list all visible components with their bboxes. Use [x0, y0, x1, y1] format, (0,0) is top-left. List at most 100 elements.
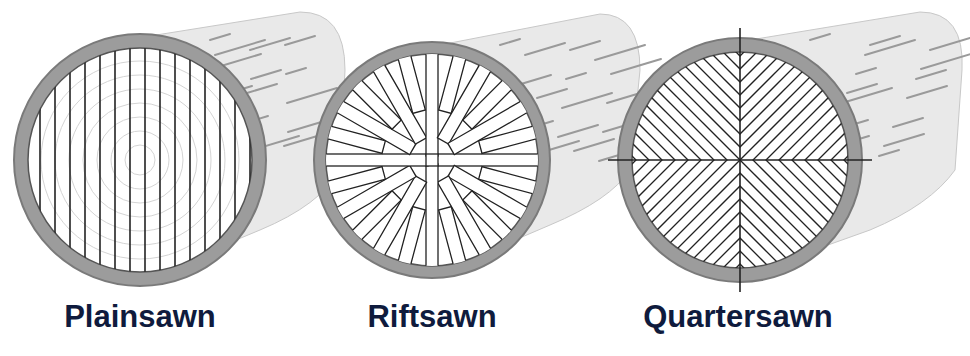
quarter-cut [774, 160, 851, 278]
quarter-cut [629, 160, 740, 278]
quarter-cut [740, 160, 851, 278]
quarter-cut [629, 42, 740, 160]
quarter-cut [740, 160, 851, 278]
quarter-cut [670, 160, 740, 278]
quarter-cut [629, 160, 740, 278]
quarter-cut [629, 160, 740, 278]
quarter-cut [629, 42, 740, 160]
quarter-cut [740, 42, 849, 160]
quarter-cut [740, 42, 851, 160]
quarter-cut [740, 42, 851, 160]
quarter-cut [740, 160, 849, 278]
quarter-cut [722, 42, 740, 160]
quarter-cut [644, 42, 740, 160]
quarter-cut [629, 160, 740, 278]
saw-cut [54, 28, 56, 300]
rift-board [439, 207, 467, 268]
quarter-cut [644, 160, 740, 278]
quarter-cut [735, 42, 740, 160]
rift-board [324, 167, 385, 195]
quarter-cut [740, 160, 851, 278]
quarter-cut [740, 42, 851, 160]
quarter-cut [740, 160, 851, 278]
quarter-cut [740, 42, 851, 160]
sawing-method-label: Plainsawn [64, 300, 216, 334]
quarter-cut [629, 42, 740, 160]
bark-streak [921, 54, 970, 69]
quarter-cut [629, 160, 740, 278]
quarter-cut [631, 42, 740, 160]
saw-cut [69, 28, 71, 300]
saw-cut [234, 28, 236, 300]
quarter-cut [761, 42, 851, 160]
bark-streak [574, 139, 614, 151]
quarter-cut [629, 42, 740, 160]
quarter-cut [629, 160, 740, 278]
quarter-cut [629, 42, 740, 160]
quarter-cut [629, 160, 740, 278]
quarter-cut [629, 160, 740, 278]
quarter-cut [683, 42, 740, 160]
quarter-cut [629, 42, 740, 160]
bark-streak [215, 40, 265, 55]
quarter-cut [740, 160, 851, 278]
riftsawn-log-end [314, 42, 550, 278]
quarter-cut [740, 160, 851, 278]
bark-streak [525, 43, 565, 55]
quarter-cut [787, 160, 851, 278]
saw-cut [24, 28, 26, 300]
bark-streak [521, 75, 551, 84]
bark-streak [865, 40, 915, 55]
quarter-cut [629, 42, 740, 160]
quarter-cut [629, 160, 740, 278]
quarter-cut [696, 42, 740, 160]
quarter-cut [740, 42, 851, 160]
quarter-cut [740, 42, 851, 160]
saw-cut [99, 28, 101, 300]
quarter-cut [740, 42, 851, 160]
bark-streak [870, 36, 900, 45]
bark-streak [251, 70, 281, 79]
quarter-cut [761, 160, 851, 278]
quartersawn-log-end [280, 0, 970, 356]
saw-cut [144, 28, 146, 300]
quarter-cut [683, 160, 740, 278]
quarter-cut [722, 160, 740, 278]
saw-cut [249, 28, 251, 300]
growth-ring [97, 117, 183, 203]
quarter-cut [740, 42, 851, 160]
rift-board [426, 164, 438, 270]
quarter-cut [696, 160, 740, 278]
bark-streak [930, 38, 970, 50]
quarter-cut [740, 160, 851, 278]
bark-streak [810, 34, 830, 40]
quarter-cut [657, 160, 740, 278]
quarter-cut [740, 160, 851, 278]
quarter-cut [740, 160, 851, 278]
bark-streak [595, 45, 645, 60]
quarter-cut [740, 160, 851, 278]
bark-streak [856, 68, 876, 74]
saw-cut [189, 28, 191, 300]
rift-board [479, 125, 540, 153]
sawing-method-label: Riftsawn [367, 300, 496, 334]
quarter-cut [629, 160, 740, 278]
bark-streak [566, 73, 586, 79]
quarter-cut [670, 42, 740, 160]
saw-cut [219, 28, 221, 300]
quarter-cut [740, 42, 851, 160]
quarter-cut [709, 42, 740, 160]
quarter-cut [629, 42, 740, 160]
quarter-cut [740, 160, 851, 278]
quarter-cut [735, 160, 740, 278]
quarter-cut [740, 160, 851, 278]
bark-streak [893, 118, 923, 127]
quarter-cut [740, 42, 851, 160]
quarter-cut [748, 160, 851, 278]
quarter-cut [629, 42, 740, 160]
quarter-cut [629, 160, 740, 278]
bark-streak [570, 41, 600, 50]
quarter-cut [629, 160, 740, 278]
quarter-cut [740, 42, 836, 160]
